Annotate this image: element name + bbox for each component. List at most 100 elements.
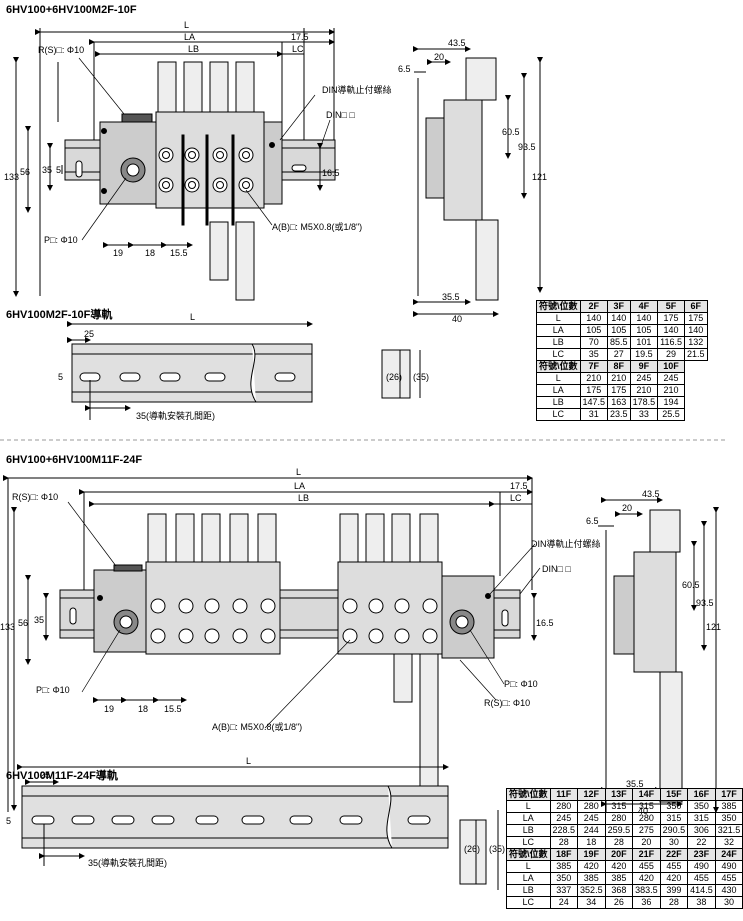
table-cell: 101 xyxy=(629,336,659,349)
table-cell: 18 xyxy=(577,836,606,849)
rail1-dim-26: (26) xyxy=(386,372,402,382)
table-cell: 30 xyxy=(714,896,743,909)
section2-front-labels: L LA LB 17.5 LC R(S)□: Φ10 DIN導軌止付螺絲 DIN… xyxy=(0,467,601,732)
table-row-label: LB xyxy=(506,884,551,897)
table-header-cell: 18F xyxy=(549,848,579,861)
table-header-cell: 21F xyxy=(632,848,661,861)
table-row-label: L xyxy=(506,800,551,813)
table-cell: 26 xyxy=(604,896,634,909)
table-cell: 140 xyxy=(607,312,631,325)
table-cell: 275 xyxy=(632,824,661,837)
section1-rail-view xyxy=(67,321,421,420)
section1-front-view xyxy=(13,28,336,301)
dim-43-5: 43.5 xyxy=(448,38,466,48)
table-cell: 290.5 xyxy=(659,824,689,837)
rail1-dim-35: (35) xyxy=(413,372,429,382)
rail1-pitch: 35(導軌安裝孔間距) xyxy=(136,410,215,421)
section1-side-labels: 43.5 20 6.5 60.5 93.5 121 35.5 40 xyxy=(398,38,547,324)
table-cell: 28 xyxy=(659,896,689,909)
dim-19: 19 xyxy=(113,248,123,258)
table-cell: 175 xyxy=(657,312,685,325)
table-cell: 399 xyxy=(659,884,689,897)
table-cell: 175 xyxy=(579,384,609,397)
rail2-dim-5: 5 xyxy=(6,816,11,826)
table-cell: 352.5 xyxy=(577,884,606,897)
dim2-133: 133 xyxy=(0,622,15,632)
table-row-label: LA xyxy=(536,384,581,397)
dim-35: 35 xyxy=(42,165,52,175)
table-header-cell: 9F xyxy=(629,360,659,373)
label2-rs-port: R(S)□: Φ10 xyxy=(12,492,58,502)
table-cell: 29 xyxy=(657,348,685,361)
dim2-LC: LC xyxy=(510,493,522,503)
table-row-label: LC xyxy=(506,896,551,909)
dim-20: 20 xyxy=(434,52,444,62)
table-header-cell: 17F xyxy=(714,788,743,801)
dim2-15-5: 15.5 xyxy=(164,704,182,714)
table-cell: 420 xyxy=(632,872,661,885)
dim-40: 40 xyxy=(452,314,462,324)
table-header-cell: 3F xyxy=(607,300,631,313)
dim-L: L xyxy=(184,20,189,30)
table-cell: 420 xyxy=(577,860,606,873)
section1-side-view xyxy=(413,46,543,317)
dim-15-5: 15.5 xyxy=(170,248,188,258)
rail2-dim-25: 25 xyxy=(40,770,50,780)
label-p-port: P□: Φ10 xyxy=(44,235,78,245)
dim-LB: LB xyxy=(188,44,199,54)
dim2-56: 56 xyxy=(18,618,28,628)
table-cell: 210 xyxy=(607,372,631,385)
dim2-20: 20 xyxy=(622,503,632,513)
table-cell: 315 xyxy=(632,800,661,813)
dim-93-5: 93.5 xyxy=(518,142,536,152)
dim2-93-5: 93.5 xyxy=(696,598,714,608)
table-row-label: LC xyxy=(536,408,581,421)
dim-60-5: 60.5 xyxy=(502,127,520,137)
table-cell: 210 xyxy=(579,372,609,385)
label2-rs-port-right: R(S)□: Φ10 xyxy=(484,698,530,708)
rail1-dim-25: 25 xyxy=(84,329,94,339)
table-header-cell: 11F xyxy=(549,788,579,801)
table-cell: 350 xyxy=(687,800,716,813)
table-cell: 36 xyxy=(632,896,661,909)
table-cell: 414.5 xyxy=(687,884,716,897)
dim-35-5: 35.5 xyxy=(442,292,460,302)
table-row-label: LC xyxy=(506,836,551,849)
table-cell: 23.5 xyxy=(607,408,631,421)
table-cell: 420 xyxy=(659,872,689,885)
table-cell: 22 xyxy=(687,836,716,849)
table-cell: 27 xyxy=(607,348,631,361)
table-cell: 194 xyxy=(657,396,685,409)
table-cell: 178.5 xyxy=(629,396,659,409)
table-cell: 455 xyxy=(714,872,743,885)
table-cell: 30 xyxy=(659,836,689,849)
table-cell: 490 xyxy=(714,860,743,873)
table-cell: 19.5 xyxy=(629,348,659,361)
table-cell: 140 xyxy=(657,324,685,337)
label2-p-port: P□: Φ10 xyxy=(36,685,70,695)
dim2-18: 18 xyxy=(138,704,148,714)
table-cell: 210 xyxy=(629,384,659,397)
dim2-35-5: 35.5 xyxy=(626,779,644,789)
table-cell: 368 xyxy=(604,884,634,897)
table-header-cell: 24F xyxy=(714,848,743,861)
label-din-screw: DIN導軌止付螺絲 xyxy=(322,84,392,95)
section2-side-view xyxy=(598,497,719,813)
dim2-121: 121 xyxy=(706,622,721,632)
table-header-cell: 16F xyxy=(687,788,716,801)
dim-16-5: 16.5 xyxy=(322,168,340,178)
table-cell: 385 xyxy=(714,800,743,813)
table-cell: 350 xyxy=(659,800,689,813)
table-cell: 210 xyxy=(657,384,685,397)
dim2-L: L xyxy=(296,467,301,477)
table-cell: 140 xyxy=(579,312,609,325)
table-cell: 105 xyxy=(579,324,609,337)
table-header-cell: 20F xyxy=(604,848,634,861)
dim-121: 121 xyxy=(532,172,547,182)
